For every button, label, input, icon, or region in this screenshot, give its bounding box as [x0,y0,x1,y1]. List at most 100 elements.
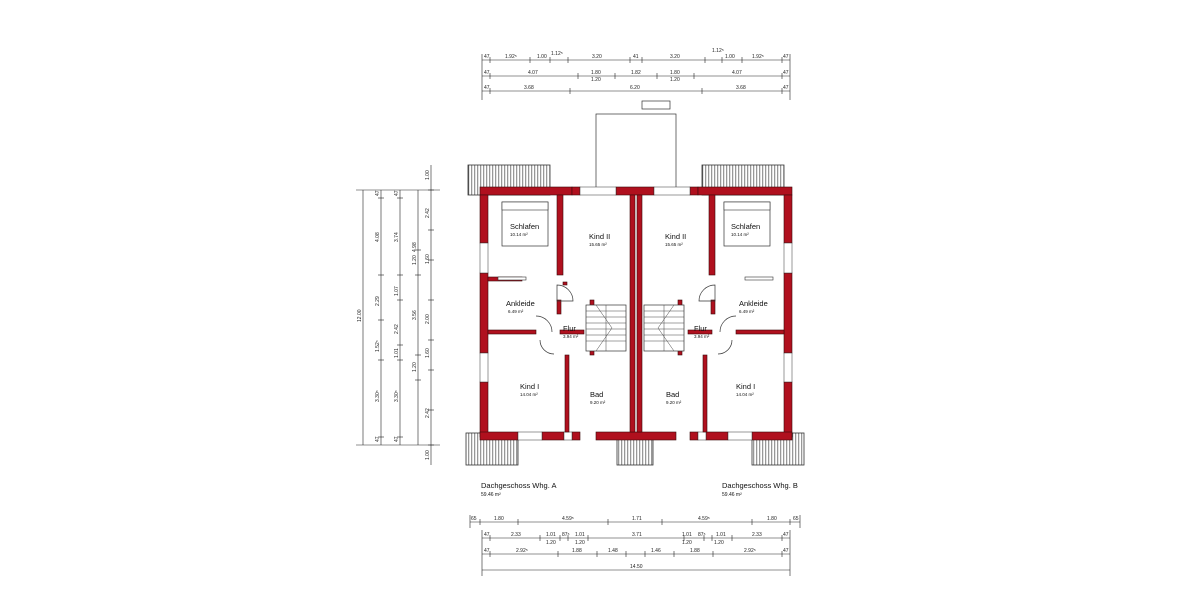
dim-bot-3-g: 2.92⁵ [744,548,756,554]
dim-top-3-e: 47 [783,85,789,91]
dim-bot-1-d: 1.71 [632,516,642,522]
room-labels: Schlafen 10.14 m² Kind II 15.65 m² Kind … [506,222,768,405]
caption-title: Dachgeschoss Whg. A [481,481,557,490]
dim-left-c1-b: 4.08 [375,232,381,242]
caption-unit-a: Dachgeschoss Whg. A 59.46 m² [481,481,556,498]
dim-top-1-e: 3.20 [592,54,602,60]
dim-bot-2-c: 1.01 [546,532,556,538]
dim-top-2-g: 47 [783,70,789,76]
doors [535,284,737,355]
dim-left-c3-b: 2.42 [425,208,431,218]
dim-bot-1-f: 1.80 [767,516,777,522]
dim-bot-1-g: 65 [793,516,799,522]
dim-left-c3b-a: 4.98 [412,242,418,252]
dim-bot-2-j: 2.33 [752,532,762,538]
caption-title: Dachgeschoss Whg. B [722,481,798,490]
exterior-walls [479,186,793,441]
dim-top-1-i: 1.00 [725,54,735,60]
caption-area: 59.46 m² [481,492,501,498]
room-name: Kind II [589,232,610,241]
room-name: Bad [666,390,679,399]
dim-top-1-d: 1.12⁵ [551,51,563,57]
dim-top-2-e: 1.80 [670,70,680,76]
dim-bot-1-a: 65 [471,516,477,522]
furniture [497,201,774,281]
dim-bot-2-e: 1.01 [575,532,585,538]
dim-left-c3b-c: 3.56 [412,310,418,320]
dim-bot-3-a: 47 [484,548,490,554]
dim-top-3-b: 3.68 [524,85,534,91]
room-area: 6.49 m² [508,309,524,314]
room-name: Flur [563,324,576,333]
dim-bot-1-e: 4.59⁵ [698,516,710,522]
dim-bot-2-b: 2.33 [511,532,521,538]
dim-bot-2-f: 3.71 [632,532,642,538]
dim-left-c2-c: 1.07 [394,286,400,296]
left-dimensions: 12.00 47 4.08 2.29 1.52⁵ 3.30⁵ 47 47 3.7… [356,165,440,465]
dim-bot-2-g: 1.01 [682,532,692,538]
dim-bot-total: 14.50 [630,564,643,570]
dim-left-c1-a: 47 [375,190,381,196]
dim-top-2-d: 1.82 [631,70,641,76]
room-area: 14.04 m² [736,392,754,397]
dim-top-1-g: 3.20 [670,54,680,60]
dim-bot-3-d: 1.48 [608,548,618,554]
dim-top-2-c: 1.80 [591,70,601,76]
dim-left-c3-d: 2.00 [425,314,431,324]
room-area: 15.65 m² [665,242,683,247]
dim-top-1-j: 1.92⁵ [752,54,764,60]
room-name: Ankleide [739,299,768,308]
dim-left-c3-g: 1.00 [425,450,431,460]
dim-left-c3b-b: 1.20 [412,255,418,265]
dim-left-c3-e: 1.60 [425,348,431,358]
dim-bot-3-f: 1.88 [690,548,700,554]
room-area: 3.94 m² [694,334,710,339]
bottom-dimensions: 65 1.80 4.59⁵ 1.71 4.59⁵ 1.80 65 47 2.33… [469,515,801,576]
dim-left-c3-a: 1.00 [425,170,431,180]
dim-bot-2-sub-b: 1.20 [575,540,585,546]
room-name: Kind II [665,232,686,241]
room-area: 6.49 m² [739,309,755,314]
dim-top-2-a: 47 [484,70,490,76]
dim-bot-2-sub-a: 1.20 [546,540,556,546]
dim-top-1-h: 1.12⁵ [712,48,724,54]
dim-left-c1-c: 2.29 [375,296,381,306]
dim-left-c2-f: 3.30⁵ [394,390,400,402]
caption-unit-b: Dachgeschoss Whg. B 59.46 m² [722,481,798,498]
dim-top-2-sub-a: 1.20 [591,77,601,83]
room-area: 9.20 m² [666,400,682,405]
dim-top-1-b: 1.92⁵ [505,54,517,60]
roof-structure [595,100,677,189]
room-area: 9.20 m² [590,400,606,405]
room-name: Ankleide [506,299,535,308]
dim-bot-3-h: 47 [783,548,789,554]
dim-bot-2-a: 47 [484,532,490,538]
dim-left-c3b-d: 1.20 [412,362,418,372]
dim-bot-2-k: 47 [783,532,789,538]
dim-left-c2-e: 1.01 [394,348,400,358]
room-area: 3.94 m² [563,334,579,339]
dim-top-1-k: 47 [783,54,789,60]
dim-top-2-sub-b: 1.20 [670,77,680,83]
dim-left-c2-g: 47 [394,436,400,442]
room-name: Flur [694,324,707,333]
dim-left-c3-f: 2.42 [425,408,431,418]
top-dimensions: 47 1.92⁵ 1.00 1.12⁵ 3.20 41 3.20 1.12⁵ 1… [481,48,791,100]
dim-bot-2-i: 1.01 [716,532,726,538]
dim-bot-1-b: 1.80 [494,516,504,522]
room-area: 14.04 m² [520,392,538,397]
dim-bot-2-sub-d: 1.20 [714,540,724,546]
room-name: Schlafen [510,222,539,231]
dim-bot-2-h: 87⁵ [698,532,706,538]
dim-top-1-a: 47 [484,54,490,60]
dim-bot-2-d: 87⁵ [562,532,570,538]
staircase-left [585,304,627,352]
room-area: 10.14 m² [731,232,749,237]
dim-left-c2-d: 2.42 [394,324,400,334]
dim-bot-3-b: 2.92⁵ [516,548,528,554]
dim-left-total: 12.00 [357,309,363,322]
dim-left-c1-f: 47 [375,436,381,442]
dim-bot-2-sub-c: 1.20 [682,540,692,546]
room-name: Schlafen [731,222,760,231]
dim-top-3-d: 3.68 [736,85,746,91]
